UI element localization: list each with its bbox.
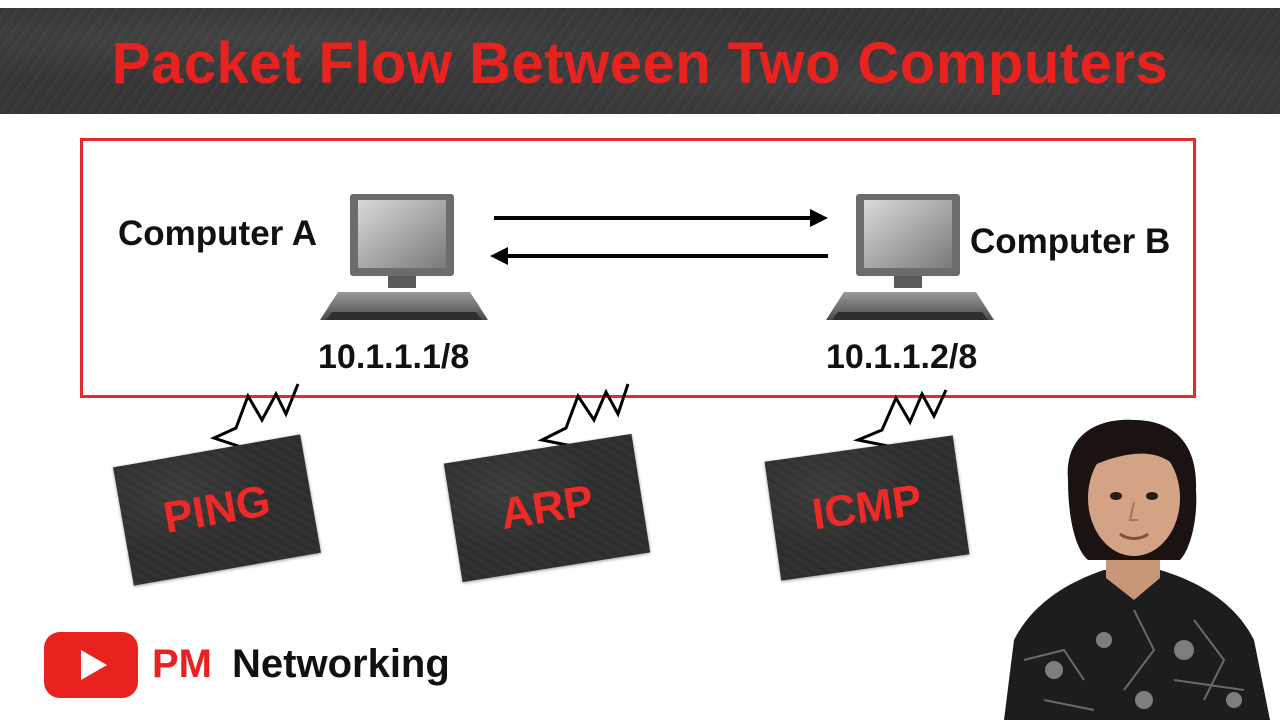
computer-b-icon (826, 194, 994, 320)
computer-a-label: Computer A (118, 214, 317, 253)
computer-a-icon (320, 194, 488, 320)
arrow-left-icon (490, 247, 828, 265)
arrow-right-icon (494, 209, 828, 227)
traffic-arrows (490, 209, 828, 265)
icmp-note: ICMP (764, 435, 970, 581)
youtube-play-icon (44, 632, 138, 698)
computer-b-ip: 10.1.1.2/8 (826, 338, 978, 376)
computer-b-label: Computer B (970, 222, 1171, 261)
brand-pm: PM (152, 642, 212, 686)
presenter-photo (1004, 419, 1270, 720)
title-banner: Packet Flow Between Two Computers (0, 8, 1280, 114)
page-title: Packet Flow Between Two Computers (111, 31, 1169, 96)
brand-networking: Networking (232, 642, 450, 686)
computer-a-ip: 10.1.1.1/8 (318, 338, 470, 376)
diagram-frame (80, 138, 1196, 398)
icmp-label: ICMP (809, 475, 925, 540)
